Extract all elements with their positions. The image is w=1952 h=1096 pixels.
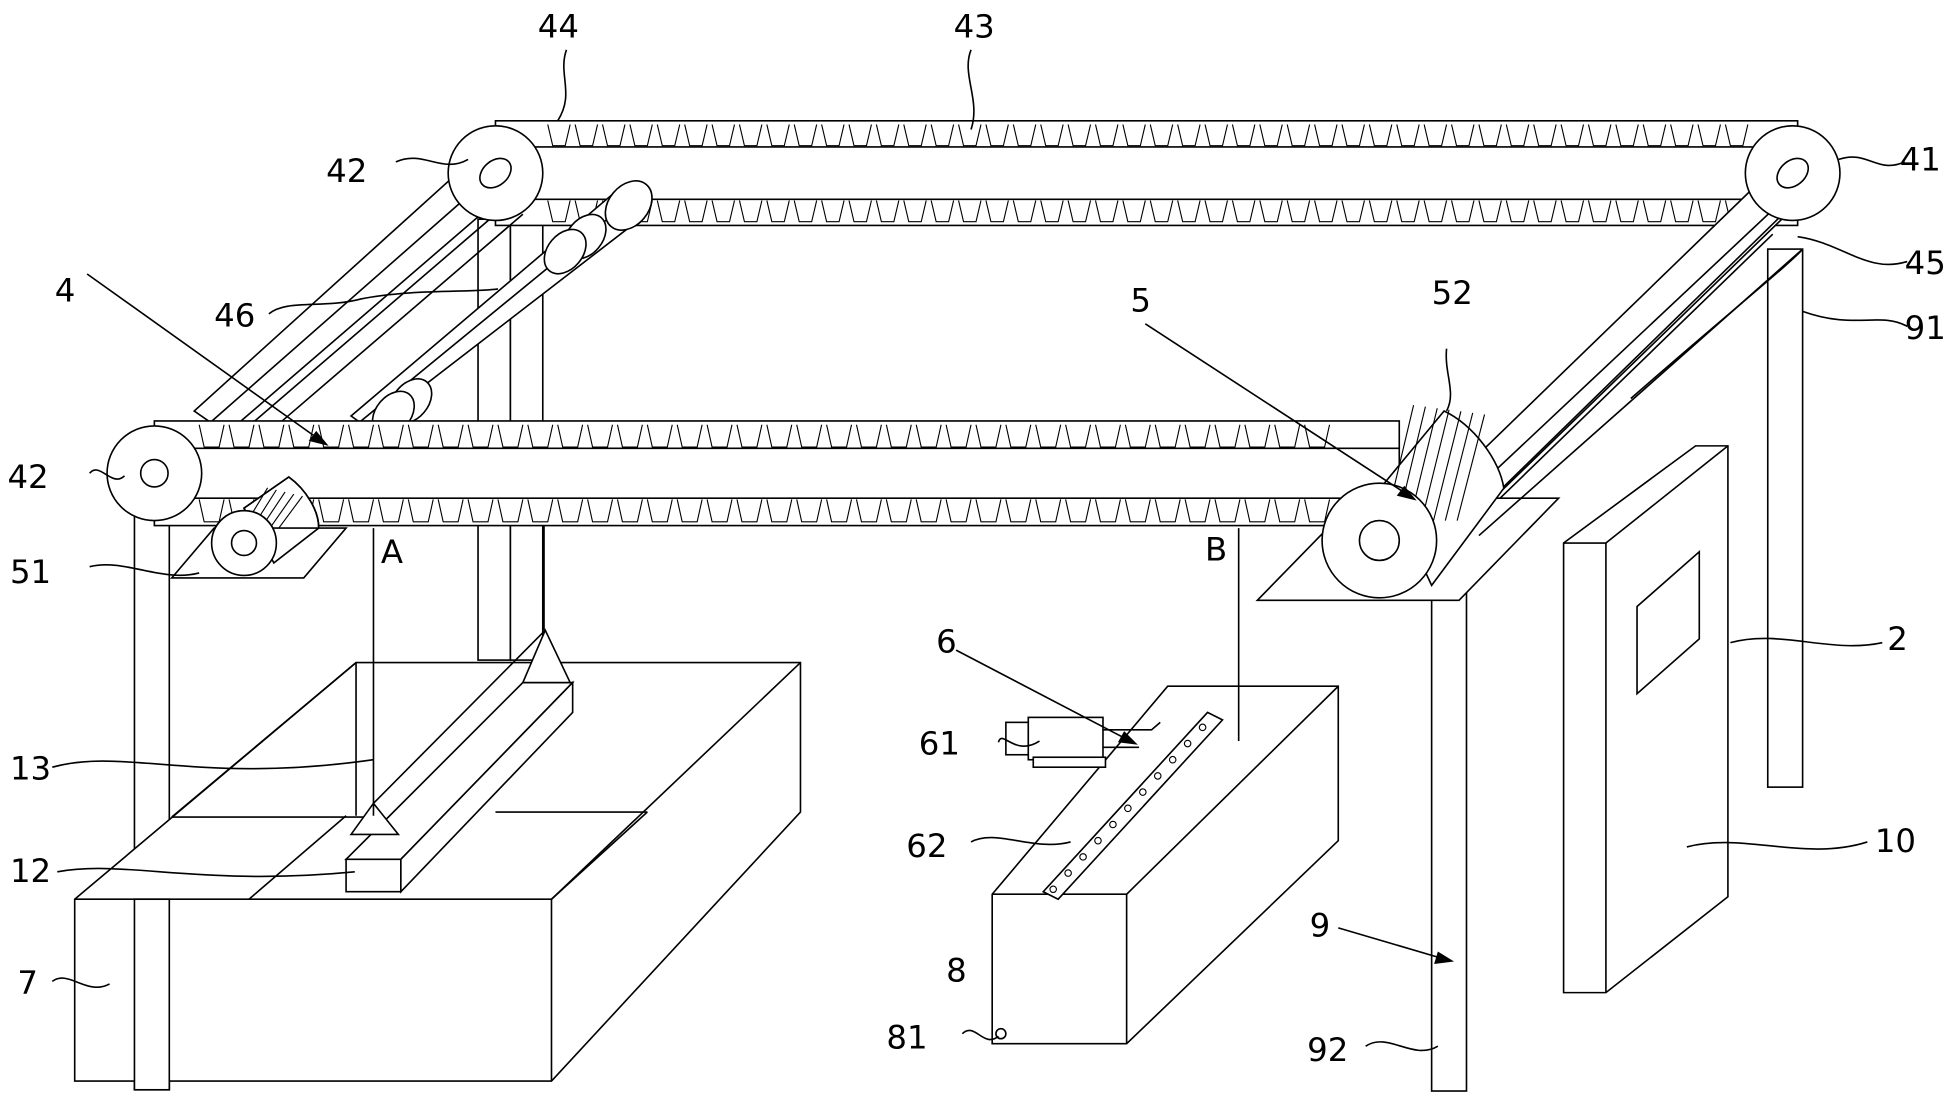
display-screen-2 — [1636, 549, 1701, 696]
label-4: 4 — [55, 271, 76, 309]
label-44: 44 — [538, 7, 579, 45]
label-5: 5 — [1130, 281, 1151, 319]
label-43: 43 — [954, 7, 995, 45]
stand-post — [1430, 582, 1468, 1092]
label-2: 2 — [1887, 620, 1908, 658]
tank-7 — [73, 661, 802, 1091]
label-8: 8 — [946, 951, 967, 989]
label-92: 92 — [1307, 1031, 1348, 1069]
arrow-5 — [1144, 323, 1410, 497]
pump-61 — [1005, 716, 1161, 769]
label-10: 10 — [1875, 822, 1916, 860]
leader-lines — [51, 49, 1908, 1052]
drain-81 — [995, 1027, 1007, 1040]
spray-box-8 — [991, 685, 1340, 1045]
shafts-left — [192, 153, 653, 437]
trough-12 — [344, 523, 575, 894]
brush-roller-52 — [1321, 404, 1505, 599]
label-9: 9 — [1310, 907, 1331, 945]
label-46: 46 — [214, 296, 255, 334]
label-12: 12 — [10, 852, 51, 890]
label-61: 61 — [919, 725, 960, 763]
label-62: 62 — [906, 827, 947, 865]
labels: 44 43 42 41 45 91 4 46 5 52 42 51 A B 2 … — [7, 7, 1945, 1069]
nozzle-holes — [1049, 723, 1207, 894]
label-42-front: 42 — [7, 458, 48, 496]
label-7: 7 — [17, 964, 38, 1002]
control-cabinet-10 — [1562, 445, 1729, 994]
brush-roller-51 — [170, 476, 348, 579]
cabinet-body — [1562, 445, 1729, 994]
back-right-leg — [1766, 248, 1804, 788]
front-conveyor-4 — [153, 420, 1401, 527]
label-42-rear: 42 — [326, 152, 367, 190]
label-52: 52 — [1432, 274, 1473, 312]
label-6: 6 — [936, 623, 957, 661]
arrows — [86, 273, 1455, 964]
arrow-9 — [1338, 927, 1445, 960]
spray-pipe-62 — [1041, 711, 1224, 901]
label-41: 41 — [1900, 141, 1941, 179]
label-51: 51 — [10, 553, 51, 591]
arrow-6 — [955, 649, 1129, 741]
arrow-4 — [86, 273, 322, 442]
rear-conveyor-43 — [494, 119, 1799, 227]
label-b: B — [1205, 530, 1227, 568]
rear-rollers — [447, 124, 1841, 222]
label-a: A — [381, 533, 403, 571]
tank-7-body — [73, 661, 802, 1082]
label-13: 13 — [10, 750, 51, 788]
label-91: 91 — [1905, 309, 1946, 347]
spray-box-8-body — [991, 685, 1340, 1045]
roller-42-front — [106, 425, 203, 522]
label-81: 81 — [886, 1019, 927, 1057]
label-45: 45 — [1905, 244, 1946, 282]
